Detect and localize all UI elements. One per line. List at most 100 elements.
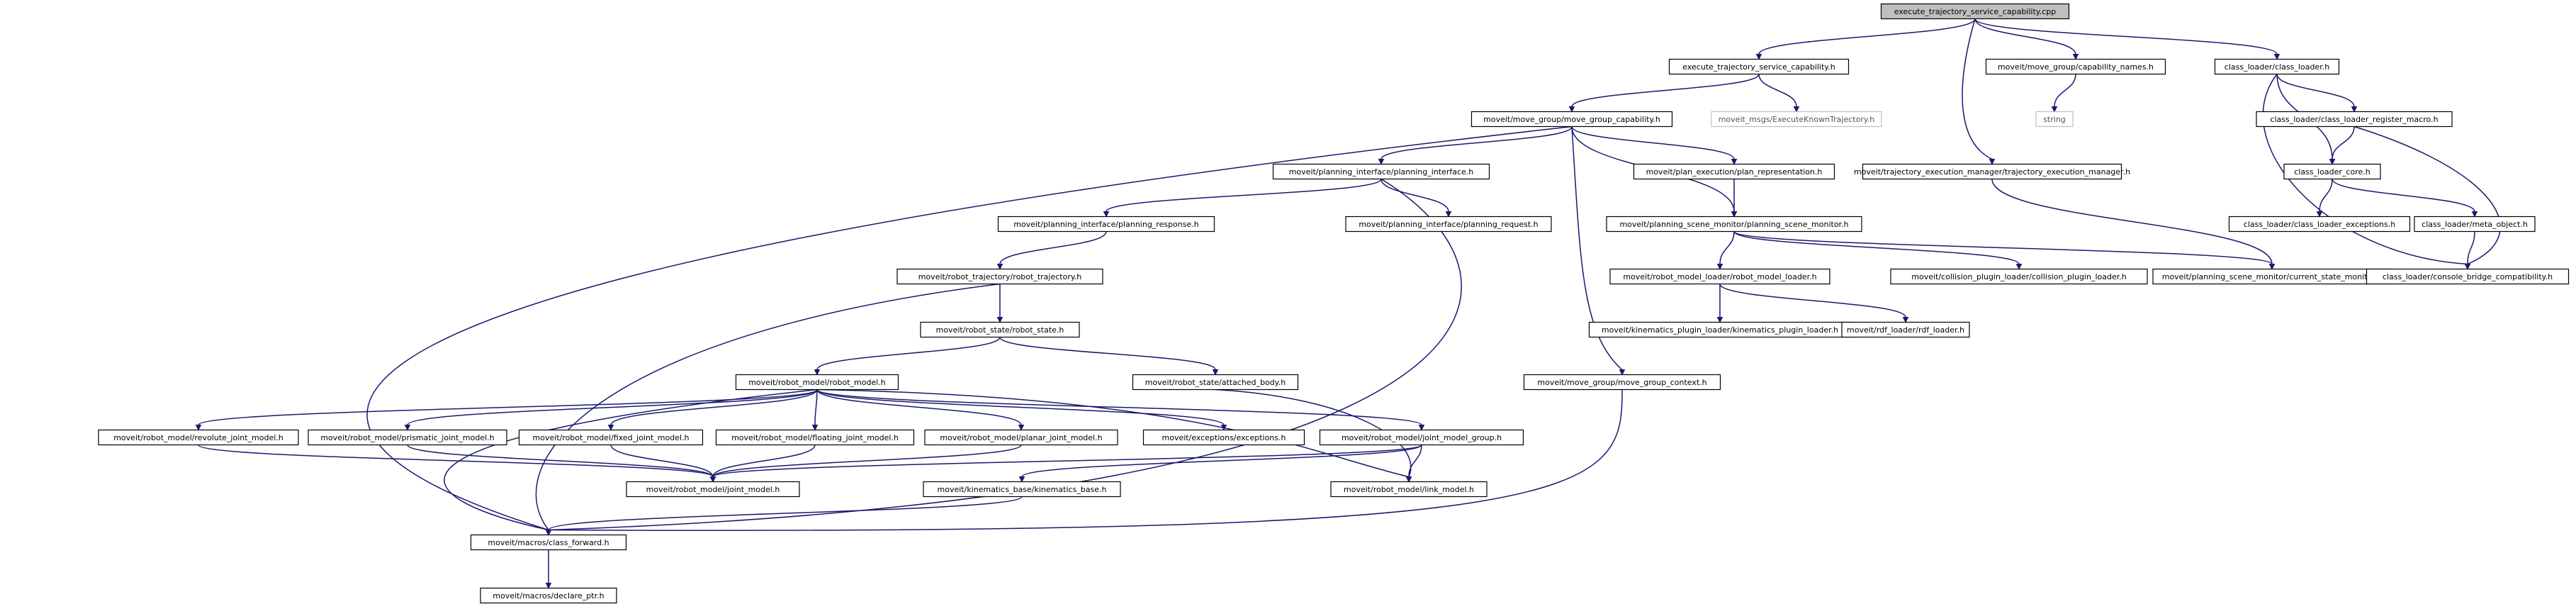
edge-n7-n11 — [2329, 126, 2355, 165]
edge-n22-n26 — [999, 337, 1219, 376]
edge-n27-n38 — [545, 389, 1623, 536]
node-box — [715, 429, 915, 446]
edge-n0-n2 — [1974, 18, 2079, 60]
node-n31[interactable]: moveit/robot_model/floating_joint_model.… — [715, 429, 915, 446]
node-n15[interactable]: class_loader/class_loader_exceptions.h — [2228, 216, 2411, 233]
edge-n0-n3 — [1974, 18, 2280, 60]
edge-n14-n18 — [1716, 231, 1735, 270]
node-n10[interactable]: moveit/trajectory_execution_manager/traj… — [1854, 163, 2130, 180]
node-box — [1668, 58, 1850, 75]
node-label: moveit/kinematics_plugin_loader/kinemati… — [1602, 325, 1838, 335]
node-box — [1523, 374, 1721, 391]
edge-n31-n35 — [709, 445, 816, 483]
node-n7[interactable]: class_loader/class_loader_register_macro… — [2256, 111, 2453, 128]
node-label: moveit/robot_model/fixed_joint_model.h — [533, 433, 690, 442]
node-label: moveit/planning_interface/planning_reque… — [1359, 220, 1538, 229]
edge-n4-n9 — [1571, 126, 1738, 165]
node-label: moveit/robot_model/joint_model_group.h — [1342, 433, 1502, 442]
edge-n14-n19 — [1733, 230, 2023, 270]
node-box — [1606, 216, 1862, 233]
node-box — [997, 216, 1215, 233]
node-n36[interactable]: moveit/kinematics_base/kinematics_base.h — [923, 481, 1121, 498]
edge-n1-n5 — [1758, 74, 1800, 113]
node-box — [1880, 3, 2070, 20]
node-n11[interactable]: class_loader_core.h — [2283, 163, 2381, 180]
node-n3[interactable]: class_loader/class_loader.h — [2214, 58, 2340, 75]
node-n39[interactable]: moveit/macros/declare_ptr.h — [480, 587, 617, 604]
node-box — [2228, 216, 2411, 233]
node-box — [308, 429, 507, 446]
node-box — [518, 429, 704, 446]
node-n5: moveit_msgs/ExecuteKnownTrajectory.h — [1711, 111, 1882, 128]
node-label: class_loader_core.h — [2294, 167, 2370, 177]
edge-n34-n35 — [709, 444, 1422, 483]
node-n29[interactable]: moveit/robot_model/prismatic_joint_model… — [308, 429, 507, 446]
node-n23[interactable]: moveit/kinematics_plugin_loader/kinemati… — [1588, 321, 1852, 338]
node-label: class_loader/class_loader_register_macro… — [2270, 115, 2438, 124]
node-label: moveit/robot_model/revolute_joint_model.… — [113, 433, 283, 442]
node-n2[interactable]: moveit/move_group/capability_names.h — [1985, 58, 2166, 75]
node-n1[interactable]: execute_trajectory_service_capability.h — [1668, 58, 1850, 75]
node-n37[interactable]: moveit/robot_model/link_model.h — [1330, 481, 1487, 498]
edge-n25-n30 — [607, 389, 818, 431]
edge-n30-n35 — [610, 445, 716, 483]
node-box — [2214, 58, 2340, 75]
edge-n4-n27 — [1571, 126, 1626, 376]
node-box — [896, 268, 1103, 285]
edge-n8-n12 — [1103, 178, 1382, 218]
node-box — [2035, 111, 2074, 128]
node-box — [735, 374, 899, 391]
edge-n18-n23 — [1716, 284, 1723, 323]
node-n32[interactable]: moveit/robot_model/planar_joint_model.h — [924, 429, 1118, 446]
node-label: moveit/collision_plugin_loader/collision… — [1911, 272, 2127, 281]
edge-n3-n7 — [2276, 74, 2358, 113]
edge-n36-n38 — [545, 496, 1023, 536]
node-n14[interactable]: moveit/planning_scene_monitor/planning_s… — [1606, 216, 1862, 233]
node-box — [1862, 163, 2122, 180]
node-label: moveit/robot_trajectory/robot_trajectory… — [918, 272, 1082, 281]
node-box — [470, 534, 627, 551]
node-n38[interactable]: moveit/macros/class_forward.h — [470, 534, 627, 551]
node-n0[interactable]: execute_trajectory_service_capability.cp… — [1880, 3, 2070, 20]
node-n12[interactable]: moveit/planning_interface/planning_respo… — [997, 216, 1215, 233]
node-n22[interactable]: moveit/robot_state/robot_state.h — [920, 321, 1080, 338]
node-n19[interactable]: moveit/collision_plugin_loader/collision… — [1890, 268, 2148, 285]
node-box — [626, 481, 800, 498]
node-n20[interactable]: moveit/planning_scene_monitor/current_st… — [2152, 268, 2392, 285]
edge-n18-n24 — [1719, 284, 1909, 323]
node-n24[interactable]: moveit/rdf_loader/rdf_loader.h — [1841, 321, 1970, 338]
node-n28[interactable]: moveit/robot_model/revolute_joint_model.… — [98, 429, 299, 446]
node-label: class_loader/meta_object.h — [2422, 220, 2528, 229]
node-box — [1609, 268, 1830, 285]
node-n21[interactable]: class_loader/console_bridge_compatibilit… — [2366, 268, 2570, 285]
node-n27[interactable]: moveit/move_group/move_group_context.h — [1523, 374, 1721, 391]
edge-n16-n21 — [2464, 231, 2475, 270]
node-label: moveit/robot_model/link_model.h — [1344, 485, 1474, 494]
node-n17[interactable]: moveit/robot_trajectory/robot_trajectory… — [896, 268, 1103, 285]
node-label: moveit/rdf_loader/rdf_loader.h — [1847, 325, 1964, 335]
graph-nodes: execute_trajectory_service_capability.cp… — [98, 3, 2570, 604]
node-n35[interactable]: moveit/robot_model/joint_model.h — [626, 481, 800, 498]
node-n33[interactable]: moveit/exceptions/exceptions.h — [1142, 429, 1305, 446]
node-n16[interactable]: class_loader/meta_object.h — [2414, 216, 2536, 233]
edge-n34-n36 — [1018, 444, 1422, 483]
node-n13[interactable]: moveit/planning_interface/planning_reque… — [1345, 216, 1552, 233]
node-label: moveit_msgs/ExecuteKnownTrajectory.h — [1719, 115, 1875, 124]
graph-edges — [195, 18, 2501, 589]
edge-n0-n10 — [1962, 18, 1996, 165]
node-n18[interactable]: moveit/robot_model_loader/robot_model_lo… — [1609, 268, 1830, 285]
node-label: execute_trajectory_service_capability.cp… — [1894, 7, 2056, 16]
node-n8[interactable]: moveit/planning_interface/planning_inter… — [1272, 163, 1490, 180]
edge-n25-n31 — [811, 389, 819, 431]
node-label: moveit/planning_scene_monitor/planning_s… — [1619, 220, 1848, 229]
node-n25[interactable]: moveit/robot_model/robot_model.h — [735, 374, 899, 391]
edge-n17-n22 — [996, 284, 1003, 323]
node-n26[interactable]: moveit/robot_state/attached_body.h — [1132, 374, 1299, 391]
node-n30[interactable]: moveit/robot_model/fixed_joint_model.h — [518, 429, 704, 446]
node-n4[interactable]: moveit/move_group/move_group_capability.… — [1470, 111, 1673, 128]
node-n9[interactable]: moveit/plan_execution/plan_representatio… — [1633, 163, 1835, 180]
node-label: class_loader/console_bridge_compatibilit… — [2383, 272, 2553, 281]
edge-n38-n39 — [545, 549, 552, 589]
node-n34[interactable]: moveit/robot_model/joint_model_group.h — [1319, 429, 1524, 446]
